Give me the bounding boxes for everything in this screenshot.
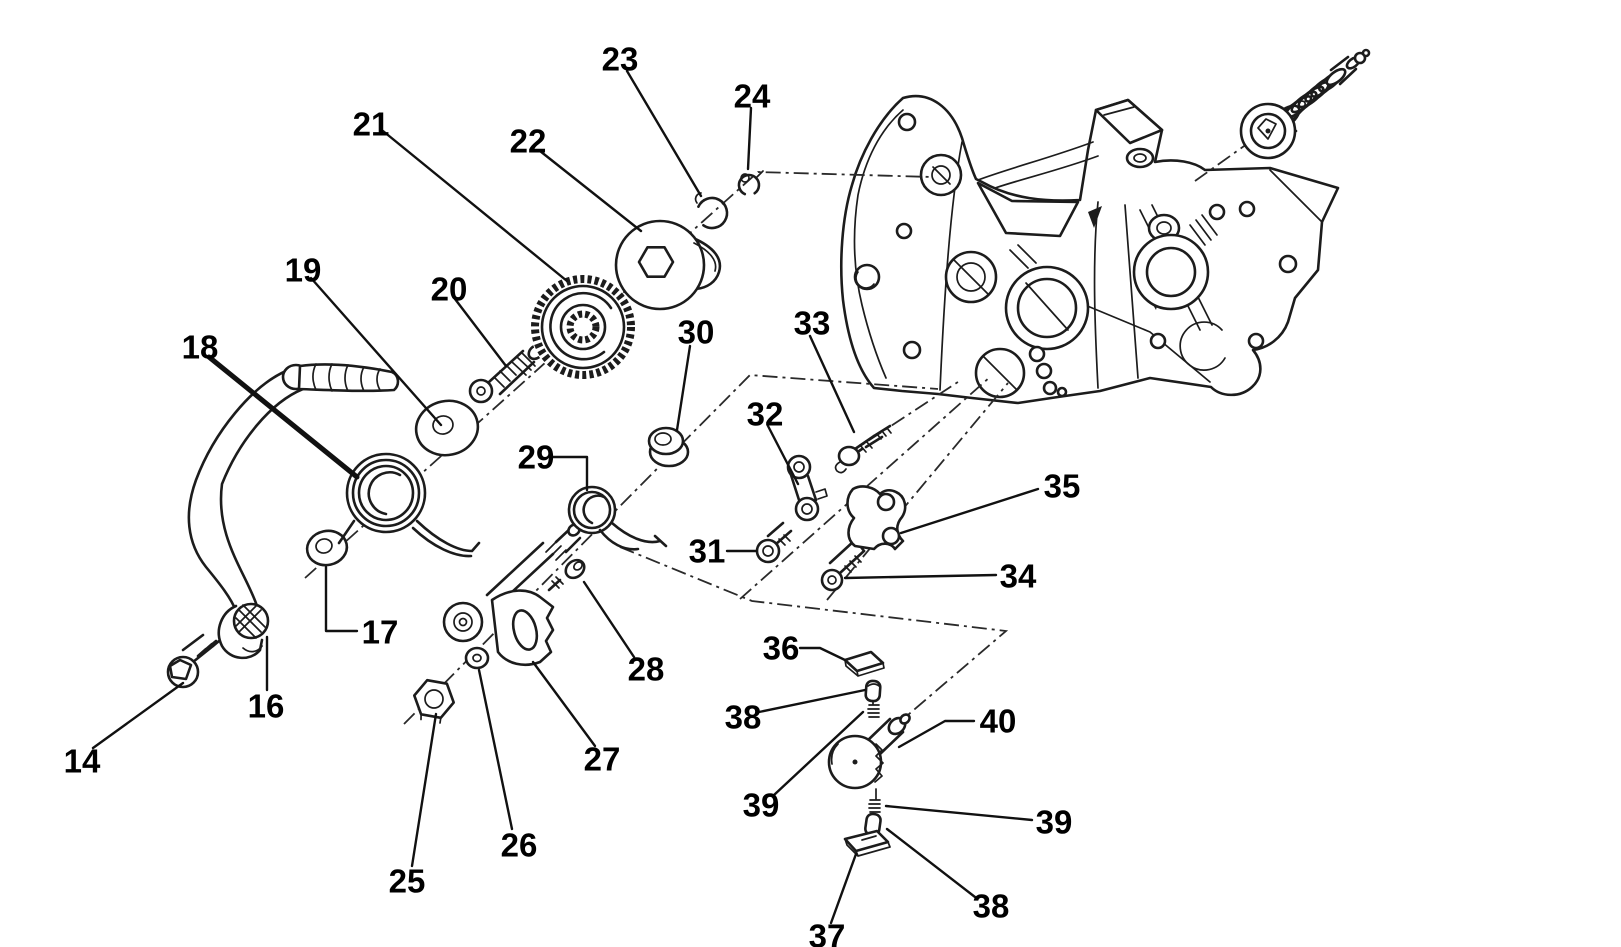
circlip-23	[694, 192, 729, 230]
part-label-20: 20	[431, 271, 468, 308]
part-label-27: 27	[584, 741, 621, 778]
nut-25	[413, 678, 455, 724]
leader-line-22	[538, 149, 643, 233]
part-label-36: 36	[763, 630, 800, 667]
plate-37	[843, 829, 891, 857]
leader-line-33	[808, 334, 856, 434]
flange-bolt-14	[166, 633, 221, 689]
part-label-32: 32	[747, 396, 784, 433]
leader-line-17	[324, 565, 359, 633]
engine-crankcase-drawing	[839, 94, 1340, 405]
part-label-24: 24	[734, 78, 771, 115]
washer-26	[464, 646, 490, 670]
part-label-31: 31	[689, 533, 726, 570]
part-label-39-2: 39	[1036, 804, 1073, 841]
leader-line-35	[899, 487, 1040, 535]
spring-clip-24	[737, 170, 764, 196]
part-label-40: 40	[980, 703, 1017, 740]
leader-line-24	[746, 106, 753, 171]
bracket-plate-35	[846, 485, 907, 551]
part-label-17: 17	[362, 614, 399, 651]
part-label-38-2: 38	[973, 888, 1010, 925]
plate-36	[843, 650, 885, 677]
kick-return-spring-18	[337, 452, 481, 558]
link-32	[786, 454, 828, 522]
kick-idle-gear-21	[530, 274, 636, 380]
part-label-34: 34	[1000, 558, 1037, 595]
torsion-spring-29	[567, 485, 668, 551]
leader-line-26	[477, 668, 514, 831]
leader-line-39-2	[884, 804, 1034, 822]
leader-line-34	[843, 573, 998, 580]
bushing-30	[647, 426, 690, 468]
spring-39-lower	[868, 799, 881, 813]
part-label-28: 28	[628, 651, 665, 688]
leader-line-28	[582, 580, 636, 659]
kick-pedal-pivot	[217, 602, 270, 660]
leader-line-37	[829, 852, 858, 925]
ratchet-guide-plate-22	[614, 219, 722, 311]
leader-line-18	[206, 354, 360, 480]
kick-ratchet-27	[442, 523, 582, 666]
part-label-33: 33	[794, 305, 831, 342]
spring-39-upper	[867, 700, 880, 718]
centerline-lower-panel-axis	[619, 546, 1009, 727]
leader-line-40	[897, 719, 976, 749]
part-label-39-1: 39	[743, 787, 780, 824]
leader-line-36	[798, 646, 847, 662]
leader-line-29	[551, 455, 589, 492]
centerline-bolt-axis	[826, 382, 1009, 601]
kickstart-return-spring-assembly	[1239, 48, 1371, 160]
centerline-idler-gear-axis	[403, 374, 939, 725]
washer-17	[305, 529, 349, 567]
part-label-21: 21	[353, 106, 390, 143]
leader-line-20	[453, 297, 508, 368]
cam-assembly-40	[827, 713, 911, 800]
part-label-19: 19	[285, 252, 322, 289]
leader-line-14	[91, 681, 185, 750]
leader-line-23	[625, 69, 703, 198]
part-label-22: 22	[510, 123, 547, 160]
part-label-25: 25	[389, 863, 426, 900]
leader-line-38-1	[757, 688, 867, 714]
screw-31	[755, 521, 793, 564]
part-label-38-1: 38	[725, 699, 762, 736]
leader-line-27	[531, 660, 597, 748]
pin-38-upper	[864, 679, 882, 703]
part-label-35: 35	[1044, 468, 1081, 505]
part-number-labels: 14 16 17 18 19 20 21 22 23 24 25 26 27 28 29 30 31 32 33 34…	[64, 41, 1081, 947]
leader-line-25	[410, 712, 438, 868]
part-label-23: 23	[602, 41, 639, 78]
leader-line-21	[381, 129, 569, 283]
part-label-29: 29	[518, 439, 555, 476]
part-label-14: 14	[64, 743, 101, 780]
leader-line-38-2	[885, 827, 977, 899]
bolt-34	[820, 539, 866, 592]
leader-line-32	[766, 424, 800, 486]
part-label-18: 18	[182, 329, 219, 366]
part-label-30: 30	[678, 314, 715, 351]
part-label-16: 16	[248, 688, 285, 725]
leader-lines	[91, 69, 1040, 925]
kick-starter-lever	[187, 363, 400, 613]
part-label-37: 37	[809, 918, 846, 947]
screw-28	[547, 558, 586, 592]
leader-line-39-1	[772, 710, 865, 797]
detent-bolt-33	[834, 424, 892, 474]
part-label-26: 26	[501, 827, 538, 864]
leader-line-30	[675, 344, 692, 432]
leader-line-19	[309, 276, 443, 427]
